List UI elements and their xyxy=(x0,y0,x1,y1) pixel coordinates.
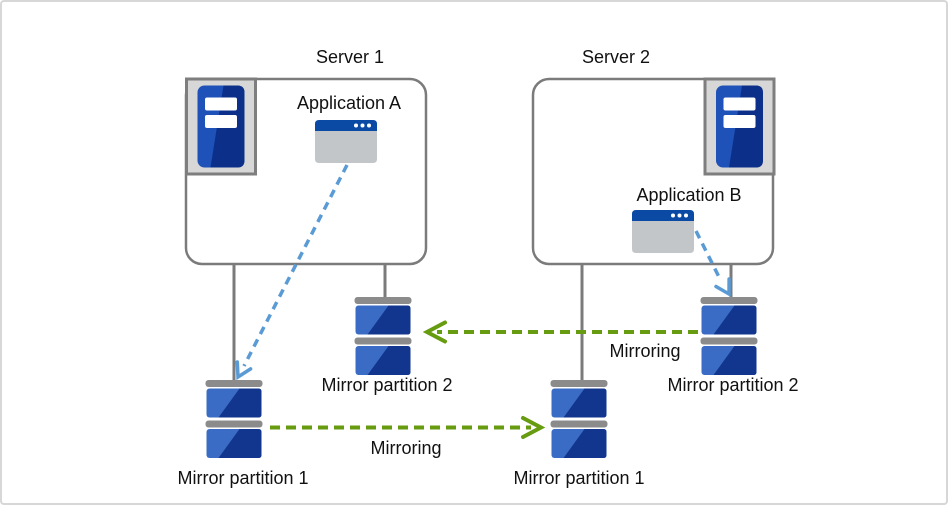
mirror-partition-1-right-icon xyxy=(551,380,608,458)
connector-lines xyxy=(232,263,733,380)
mirroring-arrow-2-head xyxy=(422,320,447,344)
server1-tower-icon xyxy=(185,77,257,176)
server1-label: Server 1 xyxy=(315,47,385,67)
app-a-arrow-head xyxy=(235,360,253,381)
application-a-icon xyxy=(315,120,377,163)
application-b-label: Application B xyxy=(636,185,742,205)
app-a-arrow-shaft xyxy=(242,164,349,367)
app-b-arrow-head xyxy=(714,277,731,298)
app-access-arrows xyxy=(235,164,731,381)
mirroring-label-2: Mirroring xyxy=(609,341,681,361)
mirror-partition-2-left-icon xyxy=(355,297,412,375)
server2-tower-icon xyxy=(703,77,776,176)
app-b-arrow-shaft xyxy=(694,230,723,282)
mirror-partition-1-left-icon xyxy=(206,380,263,458)
mirroring-arrows xyxy=(270,320,698,439)
server2-label: Server 2 xyxy=(581,47,651,67)
mirror-partition-1-right-label: Mirror partition 1 xyxy=(513,468,645,488)
mirroring-label-1: Mirroring xyxy=(370,438,442,458)
mirror-partition-1-left-label: Mirror partition 1 xyxy=(177,468,309,488)
application-a-label: Application A xyxy=(296,93,402,113)
mirroring-arrow-1-head xyxy=(521,416,546,439)
mirror-partition-2-left-label: Mirror partition 2 xyxy=(321,375,453,395)
mirror-partition-2-right-label: Mirror partition 2 xyxy=(667,375,799,395)
application-b-icon xyxy=(632,210,694,253)
mirror-partition-2-right-icon xyxy=(701,297,758,375)
